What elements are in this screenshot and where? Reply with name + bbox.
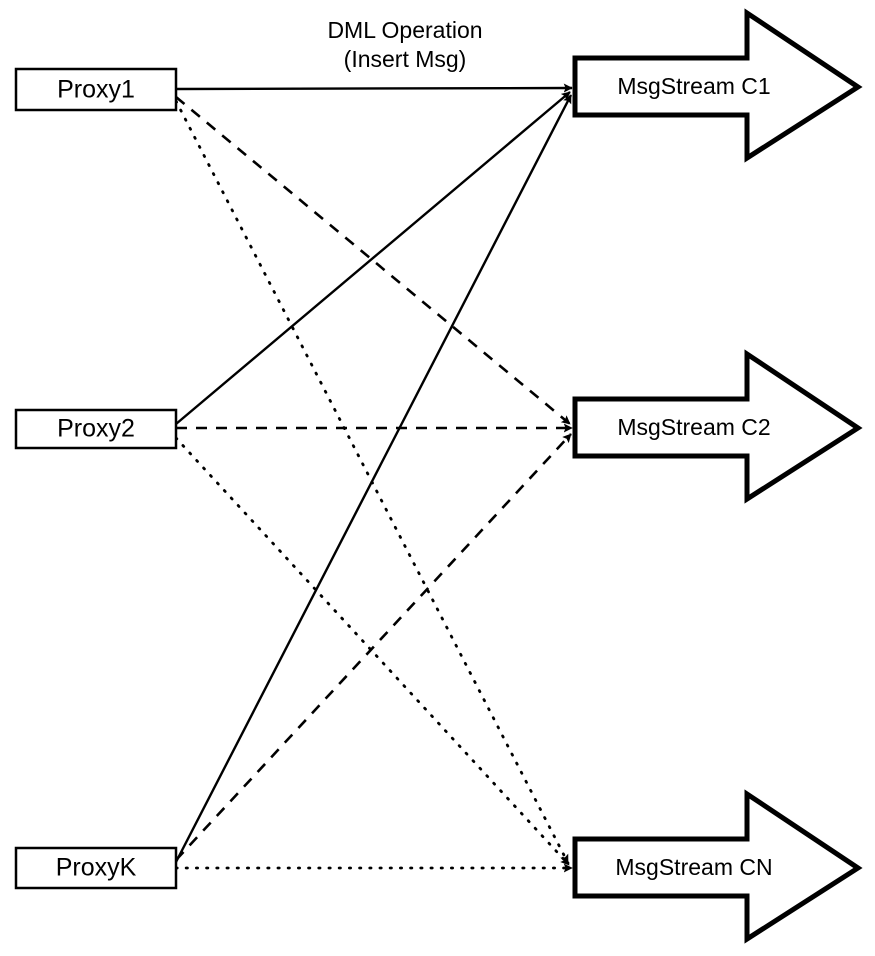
node-proxy1[interactable]: Proxy1: [14, 67, 178, 112]
msgstream-c1-arrow-shape[interactable]: [572, 8, 863, 163]
dml-operation-line1: DML Operation: [327, 17, 482, 43]
node-msgstream-c2[interactable]: MsgStream C2: [572, 349, 863, 504]
proxy2-box[interactable]: [14, 408, 178, 450]
dml-operation-line2: (Insert Msg): [344, 46, 467, 72]
proxy1-box[interactable]: [14, 67, 178, 112]
edge-group-proxy2: [174, 91, 573, 867]
edge-group-proxyk: [174, 94, 574, 873]
edge-proxy2-to-msgstream-c1: [175, 91, 571, 425]
node-proxy2[interactable]: Proxy2: [14, 408, 178, 450]
edge-proxyk-to-msgstream-c2: [175, 433, 572, 861]
edge-proxyk-to-msgstream-c1: [174, 94, 573, 863]
node-msgstream-cn[interactable]: MsgStream CN: [572, 789, 863, 944]
proxy2-label: Proxy2: [57, 415, 135, 443]
proxyk-box[interactable]: [14, 846, 178, 890]
msgstream-cn-arrow-shape[interactable]: [572, 789, 863, 944]
msgstream-cn-label: MsgStream CN: [615, 854, 772, 880]
edge-proxy1-to-msgstream-c2: [175, 95, 571, 426]
msgstream-c2-arrow-shape[interactable]: [572, 349, 863, 504]
msgstream-c2-label: MsgStream C2: [617, 414, 770, 440]
node-msgstream-c1[interactable]: MsgStream C1: [572, 8, 863, 163]
msgstream-c1-label: MsgStream C1: [617, 73, 770, 99]
proxyk-label: ProxyK: [56, 854, 137, 882]
proxy1-label: Proxy1: [57, 76, 135, 104]
edge-proxy2-to-msgstream-cn: [174, 436, 571, 867]
node-proxyk[interactable]: ProxyK: [14, 846, 178, 890]
annotation-dml-operation: DML Operation (Insert Msg): [327, 17, 482, 72]
edge-proxy1-to-msgstream-c1: [175, 83, 573, 93]
